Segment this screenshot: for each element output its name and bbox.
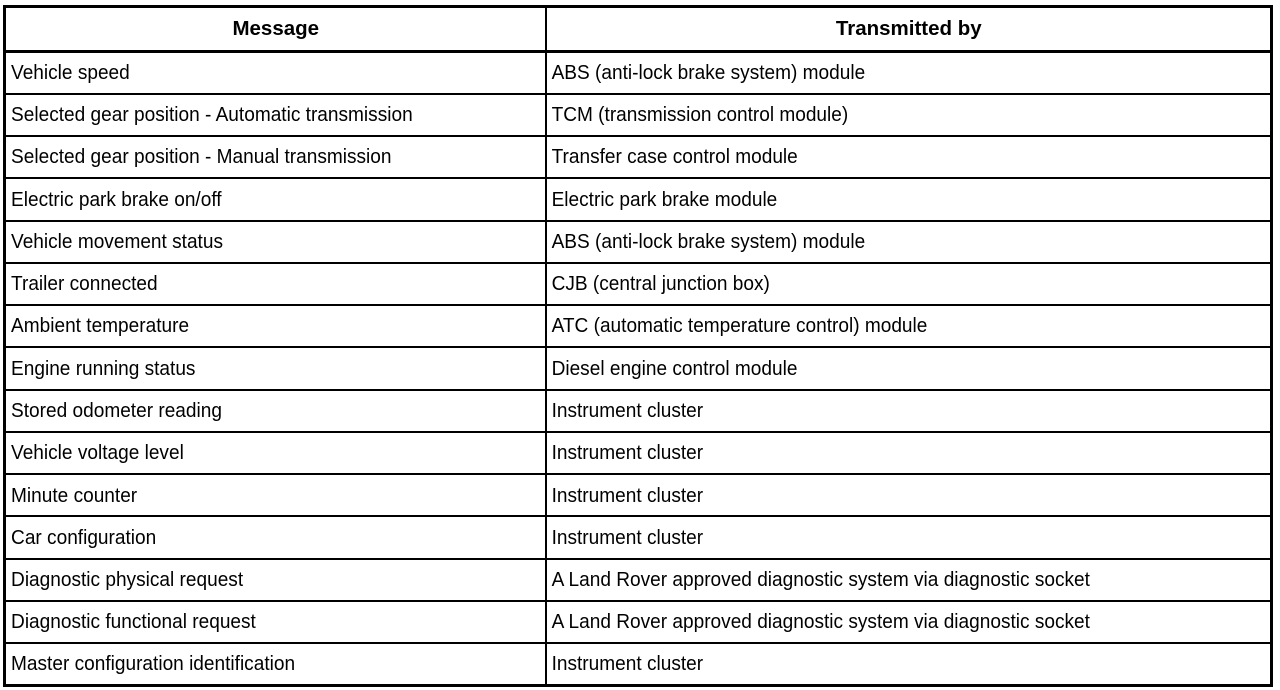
table-row: Diagnostic physical request A Land Rover … bbox=[4, 557, 1272, 601]
cell-message: Vehicle voltage level bbox=[4, 430, 509, 475]
table-row: Selected gear position - Manual transmis… bbox=[4, 135, 1272, 179]
table-row: Diagnostic functional request A Land Rove… bbox=[4, 599, 1272, 644]
column-header-message: Message bbox=[4, 6, 547, 53]
table-header: Message Transmitted by bbox=[4, 6, 1272, 53]
cell-transmitted-by: Transfer case control module bbox=[545, 135, 1221, 179]
column-header-transmitted-by: Transmitted by bbox=[545, 6, 1272, 53]
cell-transmitted-by: Instrument cluster bbox=[545, 642, 1221, 686]
cell-transmitted-by: Instrument cluster bbox=[545, 388, 1221, 432]
table-header-row: Message Transmitted by bbox=[4, 6, 1272, 53]
table-row: Vehicle speed ABS (anti-lock brake system… bbox=[4, 51, 1272, 94]
cell-transmitted-by: Diesel engine control module bbox=[545, 346, 1221, 390]
cell-transmitted-by: ABS (anti-lock brake system) module bbox=[551, 61, 865, 85]
cell-message: Vehicle speed bbox=[4, 51, 509, 94]
cell-message: Diagnostic functional request bbox=[4, 599, 509, 644]
cell-message: Car configuration bbox=[4, 515, 509, 559]
cell-message: Stored odometer reading bbox=[4, 388, 509, 432]
cell-message: Master configuration identification bbox=[4, 642, 509, 686]
cell-message: Minute counter bbox=[4, 473, 509, 517]
cell-transmitted-by: Instrument cluster bbox=[545, 430, 1221, 475]
cell-transmitted-by: A Land Rover approved diagnostic system … bbox=[545, 599, 1221, 644]
cell-message: Engine running status bbox=[4, 346, 509, 390]
cell-transmitted-by: ABS (anti-lock brake system) module bbox=[545, 219, 1221, 263]
table-row: Ambient temperature ATC (automatic temper… bbox=[4, 304, 1272, 348]
cell-transmitted-by: Electric park brake module bbox=[545, 177, 1221, 221]
table-row: Vehicle movement status ABS (anti-lock br… bbox=[4, 219, 1272, 263]
cell-message: Ambient temperature bbox=[4, 304, 509, 348]
table-row: Trailer connected CJB (central junction b… bbox=[4, 261, 1272, 306]
table-row: Electric park brake on/off Electric park … bbox=[4, 177, 1272, 221]
table-row: Stored odometer reading Instrument cluste… bbox=[4, 388, 1272, 432]
cell-message: Diagnostic physical request bbox=[4, 557, 509, 601]
cell-transmitted-by: Instrument cluster bbox=[545, 515, 1221, 559]
cell-transmitted-by: CJB (central junction box) bbox=[545, 261, 1221, 306]
table-row: Engine running status Diesel engine contr… bbox=[4, 346, 1272, 390]
cell-message: Vehicle movement status bbox=[4, 219, 509, 263]
cell-transmitted-by: A Land Rover approved diagnostic system … bbox=[545, 557, 1221, 601]
cell-message: Selected gear position - Automatic trans… bbox=[4, 92, 509, 137]
cell-message: Trailer connected bbox=[4, 261, 509, 306]
table-row: Vehicle voltage level Instrument cluster bbox=[4, 430, 1272, 475]
table-row: Minute counter Instrument cluster bbox=[4, 473, 1272, 517]
cell-transmitted-by: ATC (automatic temperature control) modu… bbox=[545, 304, 1221, 348]
table-row: Master configuration identification Instr… bbox=[4, 642, 1272, 686]
cell-message: Selected gear position - Manual transmis… bbox=[4, 135, 509, 179]
table-row: Selected gear position - Automatic trans… bbox=[4, 92, 1272, 137]
cell-transmitted-by: Instrument cluster bbox=[545, 473, 1221, 517]
cell-transmitted-by: TCM (transmission control module) bbox=[545, 92, 1221, 137]
table-row: Car configuration Instrument cluster bbox=[4, 515, 1272, 559]
cell-message: Electric park brake on/off bbox=[4, 177, 509, 221]
